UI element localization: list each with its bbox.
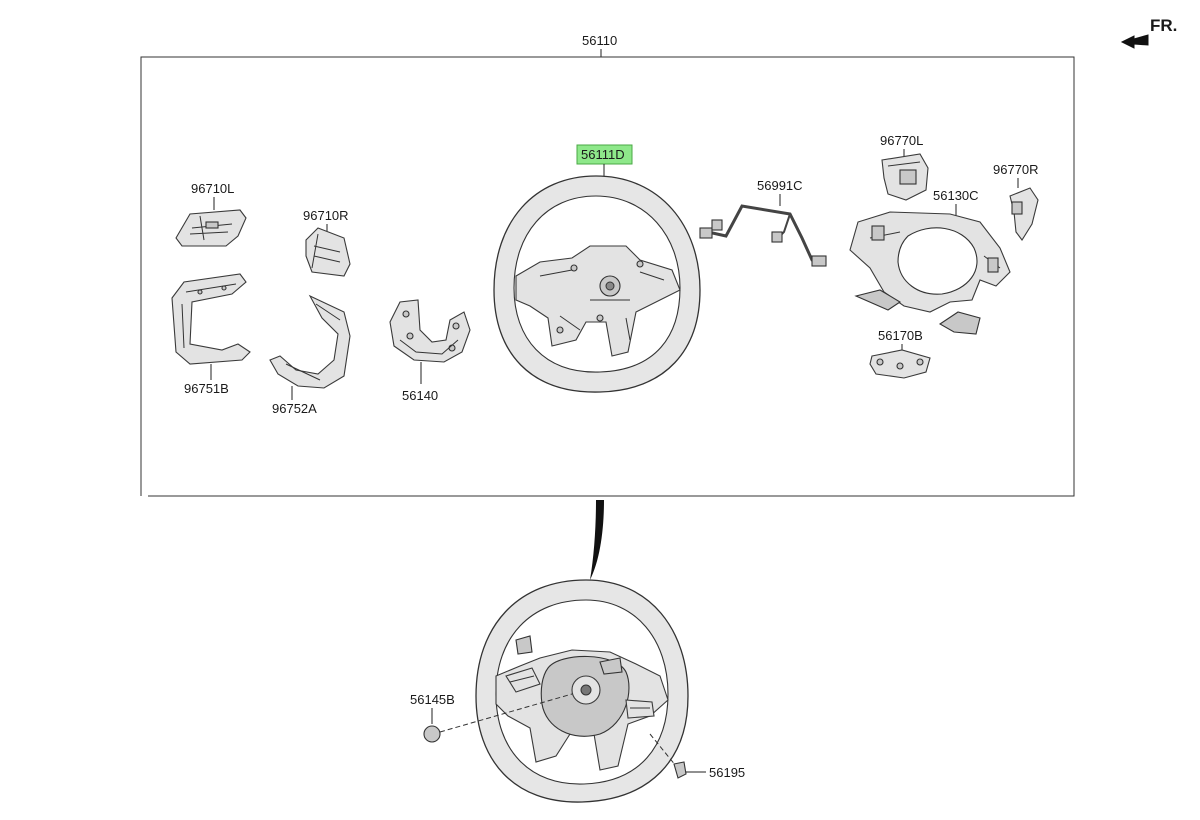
part-56170B[interactable]: 56170B: [869, 328, 931, 379]
callout-96751B[interactable]: 96751B: [184, 381, 229, 396]
assembly-frame: 56110: [140, 33, 1075, 497]
part-56111D[interactable]: 56111D: [493, 144, 701, 393]
part-56145B[interactable]: 56145B: [410, 692, 573, 743]
callout-56170B[interactable]: 56170B: [878, 328, 923, 343]
part-56130C[interactable]: 56130C: [849, 188, 1011, 335]
callout-56991C[interactable]: 56991C: [757, 178, 803, 193]
part-96752A[interactable]: 96752A: [269, 294, 351, 416]
callout-56195[interactable]: 56195: [709, 765, 745, 780]
assembly-border: [140, 56, 1075, 497]
part-56991C[interactable]: 56991C: [699, 178, 827, 267]
front-label: FR.: [1150, 16, 1177, 35]
front-orientation-marker: FR.: [1120, 16, 1177, 49]
part-96770R[interactable]: 96770R: [993, 162, 1039, 241]
callout-96770R[interactable]: 96770R: [993, 162, 1039, 177]
part-96770L[interactable]: 96770L: [880, 133, 929, 201]
callout-56140[interactable]: 56140: [402, 388, 438, 403]
arrow-left-icon: [1120, 34, 1149, 49]
part-96710R[interactable]: 96710R: [303, 208, 351, 277]
callout-96710R[interactable]: 96710R: [303, 208, 349, 223]
part-56140[interactable]: 56140: [389, 299, 471, 403]
steering-wheel-assembly[interactable]: [475, 579, 689, 803]
callout-56130C[interactable]: 56130C: [933, 188, 979, 203]
callout-56145B[interactable]: 56145B: [410, 692, 455, 707]
part-96751B[interactable]: 96751B: [171, 273, 251, 396]
callout-96770L[interactable]: 96770L: [880, 133, 923, 148]
callout-96752A[interactable]: 96752A: [272, 401, 317, 416]
callout-56111D[interactable]: 56111D: [581, 147, 625, 162]
callout-96710L[interactable]: 96710L: [191, 181, 234, 196]
part-96710L[interactable]: 96710L: [175, 181, 247, 247]
assembly-pointer: [590, 500, 604, 580]
assembly-part-number[interactable]: 56110: [582, 33, 617, 48]
part-56195[interactable]: 56195: [649, 733, 745, 780]
